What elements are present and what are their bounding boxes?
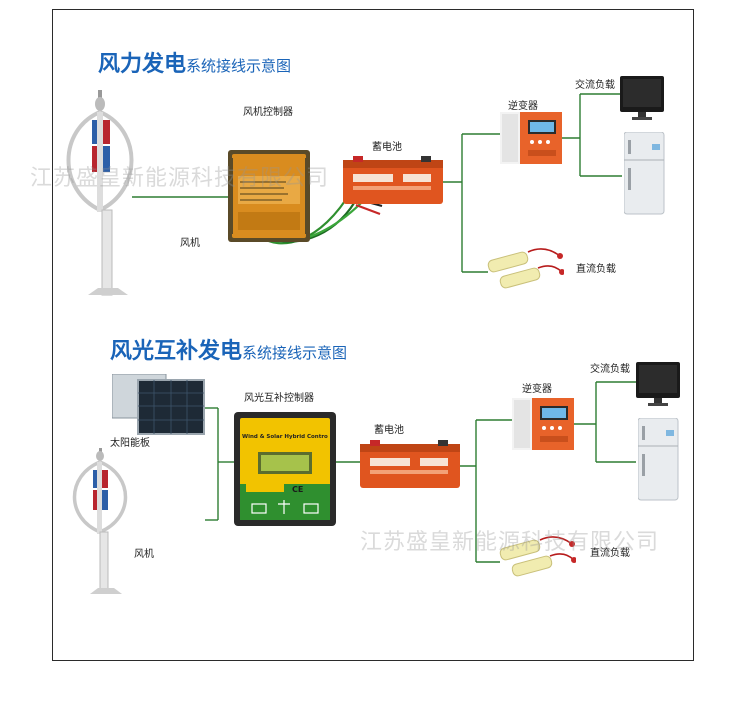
diagram1-inverter-label: 逆变器: [508, 101, 538, 112]
diagram2-title-main: 风光互补发电: [110, 339, 243, 364]
diagram1-dc-load-label: 直流负载: [576, 264, 616, 275]
diagram2-battery-label: 蓄电池: [374, 425, 404, 436]
diagram1-controller-label: 风机控制器: [243, 107, 293, 118]
diagram2-title-sub: 系统接线示意图: [242, 344, 348, 362]
diagram1-title-main: 风力发电: [98, 52, 187, 77]
diagram2-ac-load-label: 交流负载: [590, 364, 630, 375]
diagram1-battery-label: 蓄电池: [372, 142, 402, 153]
diagram-frame: [52, 9, 694, 661]
tv-2: [636, 362, 680, 406]
dc-lamps-1: [487, 248, 564, 289]
solar-panel: [112, 374, 205, 435]
hybrid-controller-ce-mark: CE: [292, 485, 304, 494]
battery-1: [343, 156, 443, 204]
diagram2-dc-load-label: 直流负载: [590, 548, 630, 559]
diagram1-title: 风力发电系统接线示意图: [98, 46, 291, 78]
hybrid-controller-body: [234, 412, 336, 526]
fridge-1: [624, 132, 665, 215]
wind-controller: [228, 150, 310, 242]
wind-turbine-1: [66, 90, 134, 296]
diagram2-turbine-label: 风机: [134, 549, 154, 560]
battery-2: [360, 440, 460, 488]
watermark-2: 江苏盛皇新能源科技有限公司: [360, 530, 660, 555]
dc-lamps-2: [499, 536, 576, 577]
hybrid-controller: Wind & Solar Hybrid Controller CE: [234, 412, 336, 526]
fridge-2: [638, 418, 679, 501]
diagram2-controller-label: 风光互补控制器: [244, 393, 314, 404]
wind-turbine-2: [72, 448, 128, 594]
diagram1-title-sub: 系统接线示意图: [186, 57, 292, 75]
tv-1: [620, 76, 664, 120]
inverter-2: [512, 398, 574, 450]
watermark-1: 江苏盛皇新能源科技有限公司: [30, 166, 330, 191]
diagram2-solar-label: 太阳能板: [110, 438, 150, 449]
inverter-1: [500, 112, 562, 164]
diagram1-turbine-label: 风机: [180, 238, 200, 249]
hybrid-controller-face-text: Wind & Solar Hybrid Controller: [242, 434, 328, 440]
diagram2-title: 风光互补发电系统接线示意图: [110, 333, 347, 365]
diagram2-inverter-label: 逆变器: [522, 384, 552, 395]
diagram1-ac-load-label: 交流负载: [575, 80, 615, 91]
